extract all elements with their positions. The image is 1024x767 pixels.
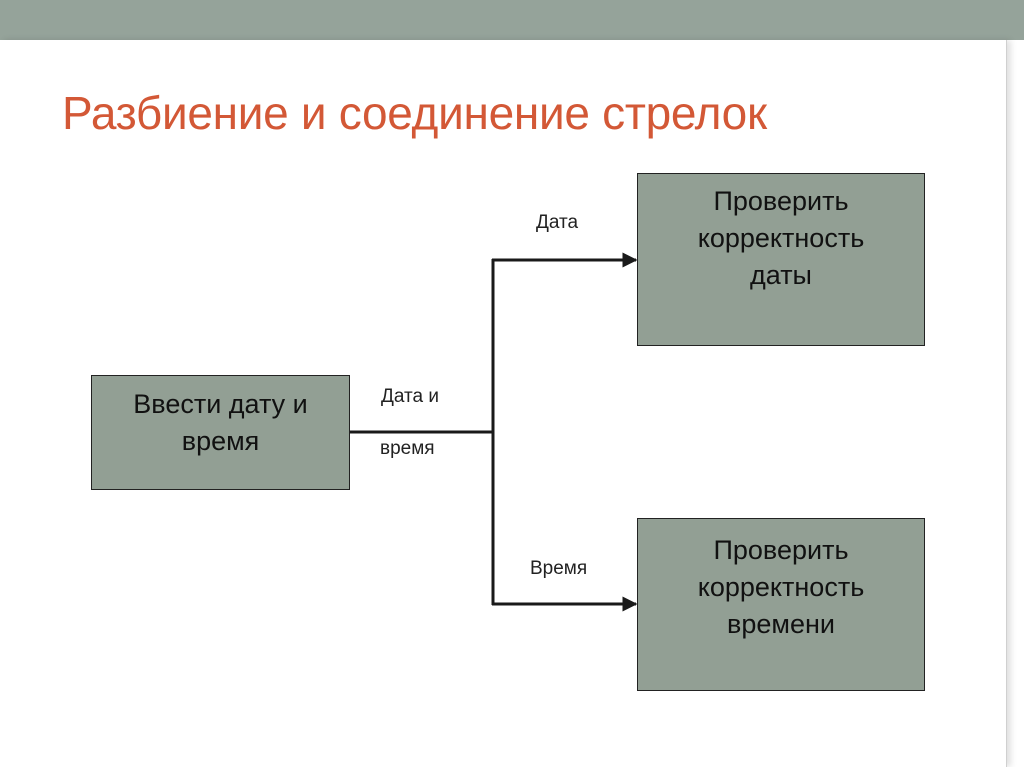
box-check-date: Проверить корректность даты (637, 173, 925, 346)
box-check-time: Проверить корректность времени (637, 518, 925, 691)
box-check-time-line-1: Проверить (713, 535, 849, 565)
box-input-line-2: время (181, 426, 260, 456)
time-branch-label: Время (530, 558, 588, 579)
box-check-date-line-2: корректность (697, 223, 865, 253)
box-check-time-line-2: корректность (697, 572, 865, 602)
joined-arrow-label-line-2: время (380, 438, 435, 459)
top-decor-bar (0, 0, 1024, 40)
box-check-date-line-1: Проверить (713, 186, 849, 216)
slide-title: Разбиение и соединение стрелок (62, 87, 767, 139)
joined-arrow-label-line-1: Дата и (381, 386, 439, 407)
box-input-date-time: Ввести дату и время (91, 375, 350, 490)
box-check-date-line-3: даты (750, 260, 812, 290)
date-branch-label: Дата (536, 212, 579, 233)
box-check-time-line-3: времени (727, 609, 835, 639)
box-input-line-1: Ввести дату и (133, 389, 308, 419)
